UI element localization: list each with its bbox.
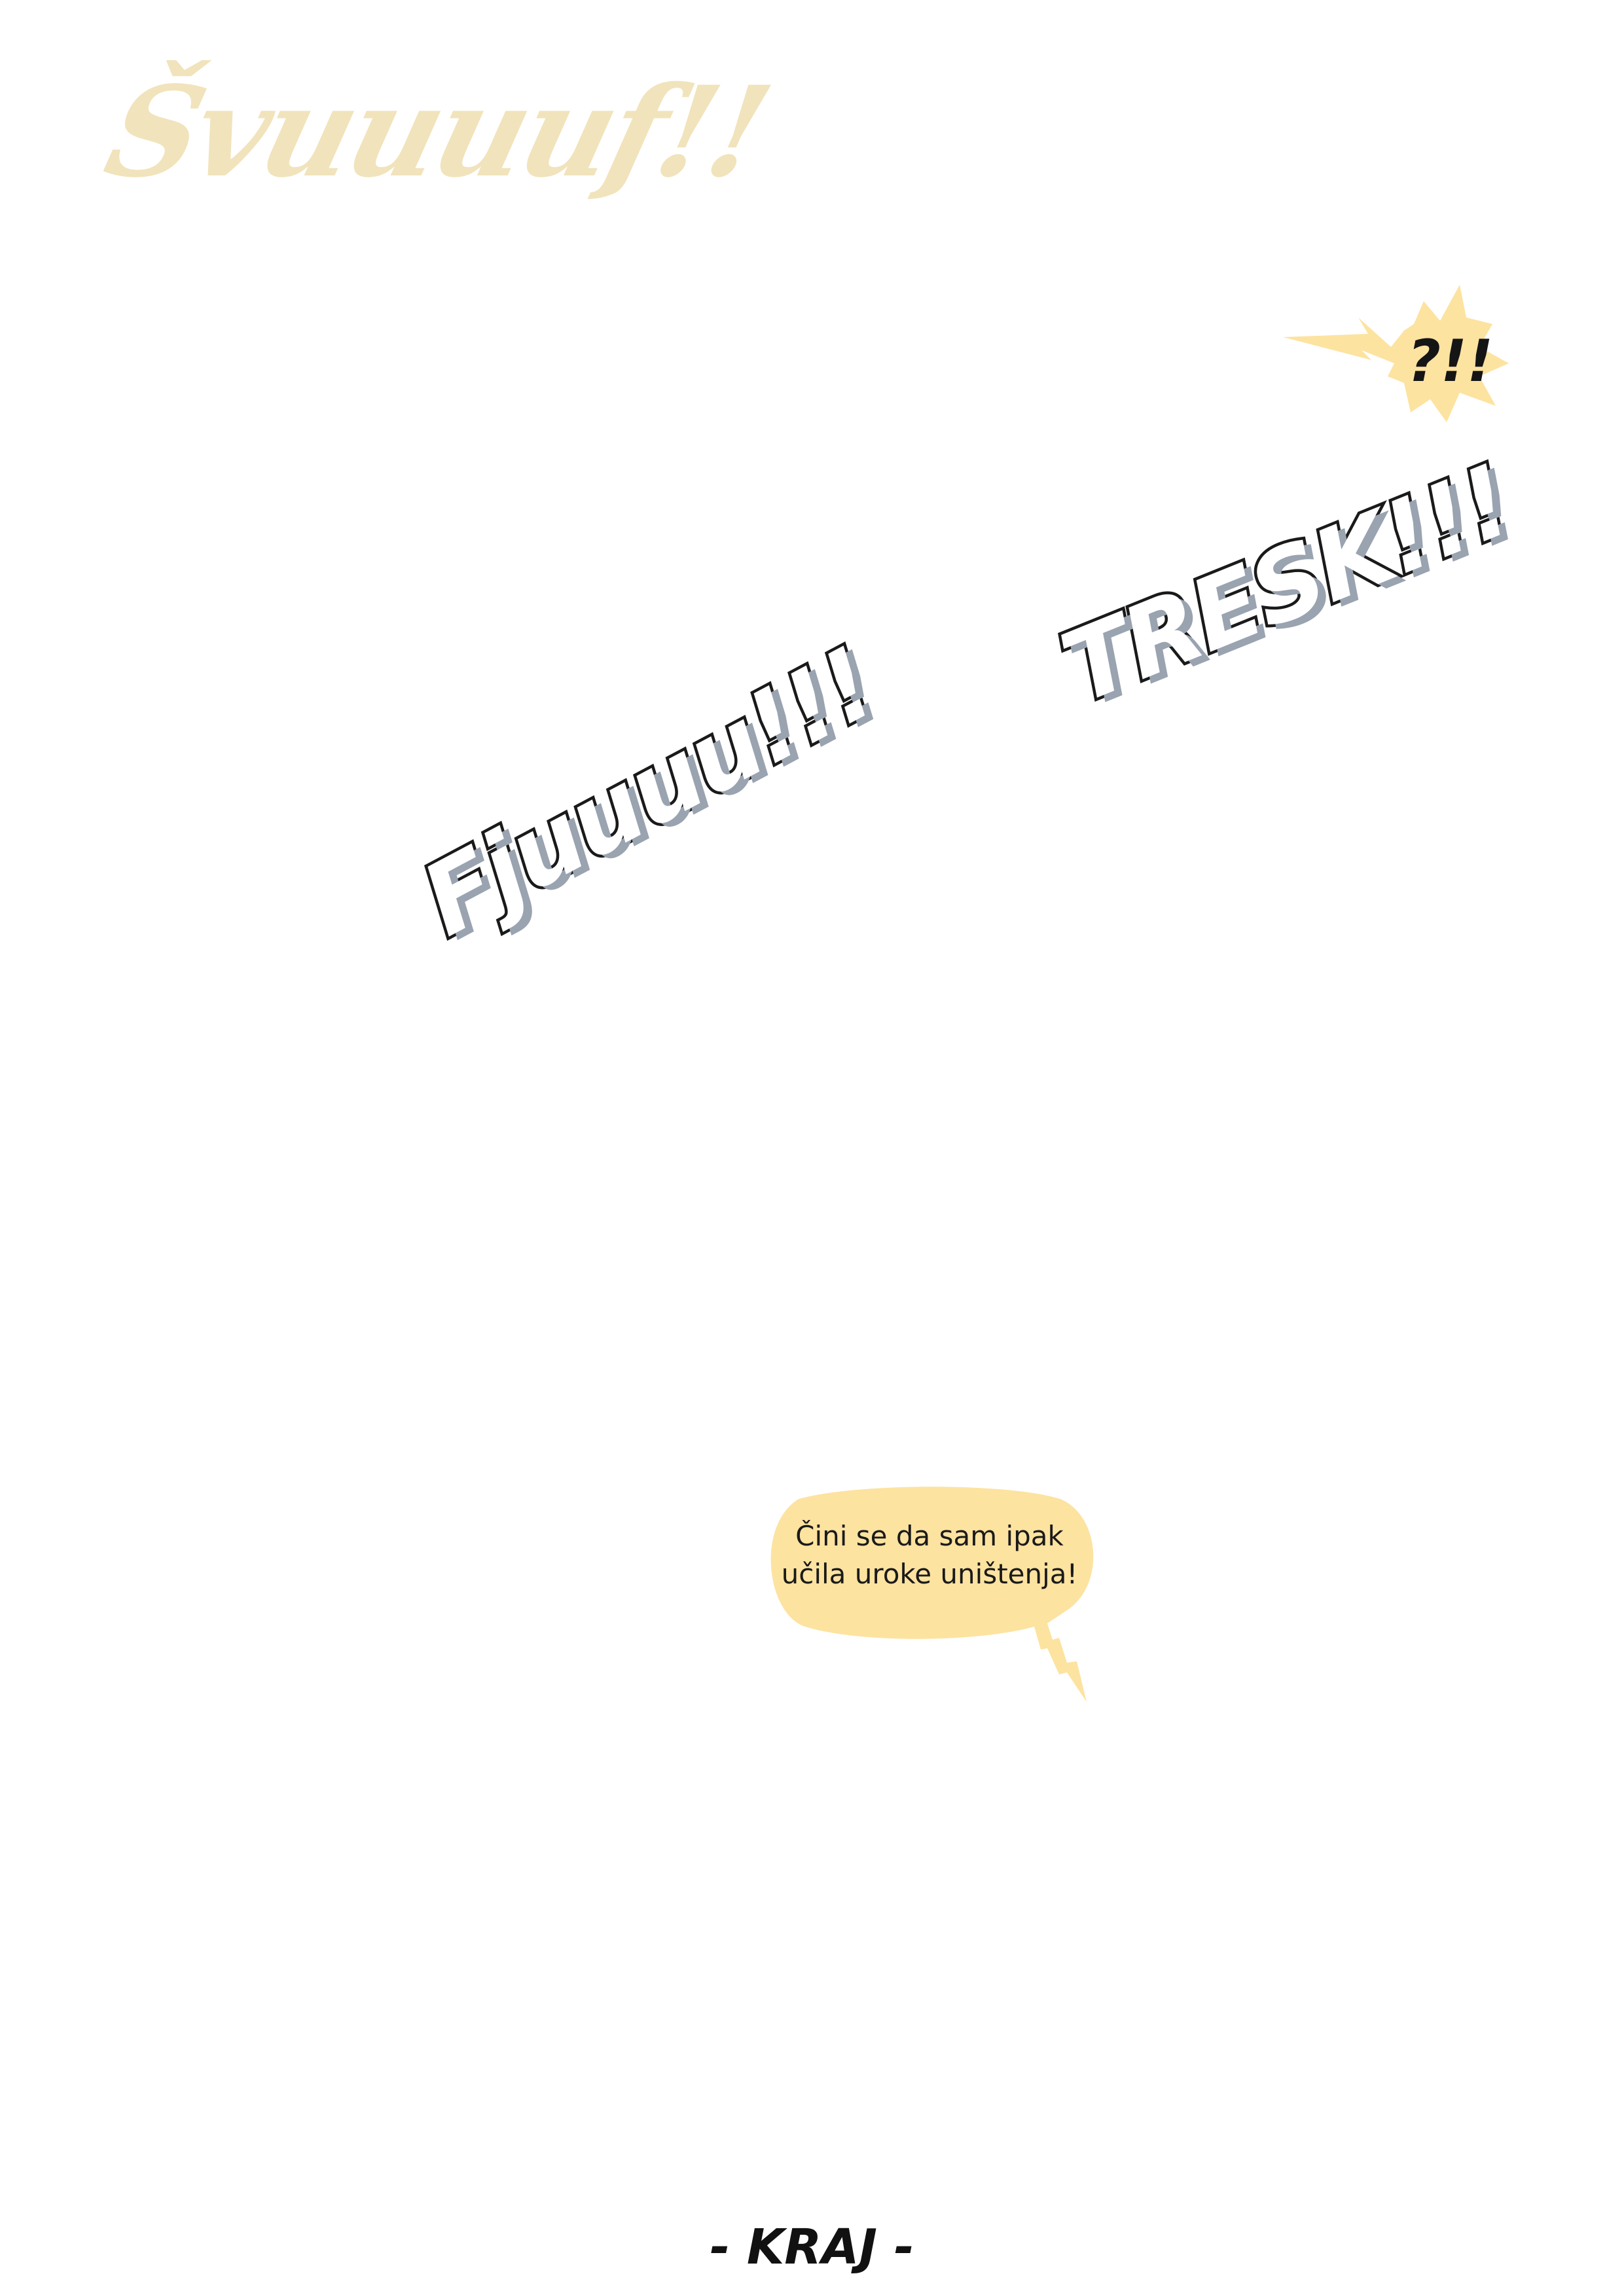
starburst-shape — [1283, 285, 1509, 422]
speech-line-2: učila uroke uništenja! — [781, 1558, 1078, 1590]
speech-bubble-text: Čini se da sam ipak učila uroke uništenj… — [772, 1517, 1087, 1593]
speech-bubble — [770, 1487, 1094, 1702]
sfx-crash-text: TRESK!!! — [1044, 441, 1528, 729]
sfx-burst-text: ?!! — [1407, 327, 1494, 395]
sfx-whoosh-text: Fjuuuu!!! — [402, 624, 895, 962]
speech-line-1: Čini se da sam ipak — [795, 1520, 1064, 1552]
sfx-swoosh-text: Švuuuuf!! — [93, 59, 781, 205]
end-label: - KRAJ - — [710, 2219, 914, 2275]
